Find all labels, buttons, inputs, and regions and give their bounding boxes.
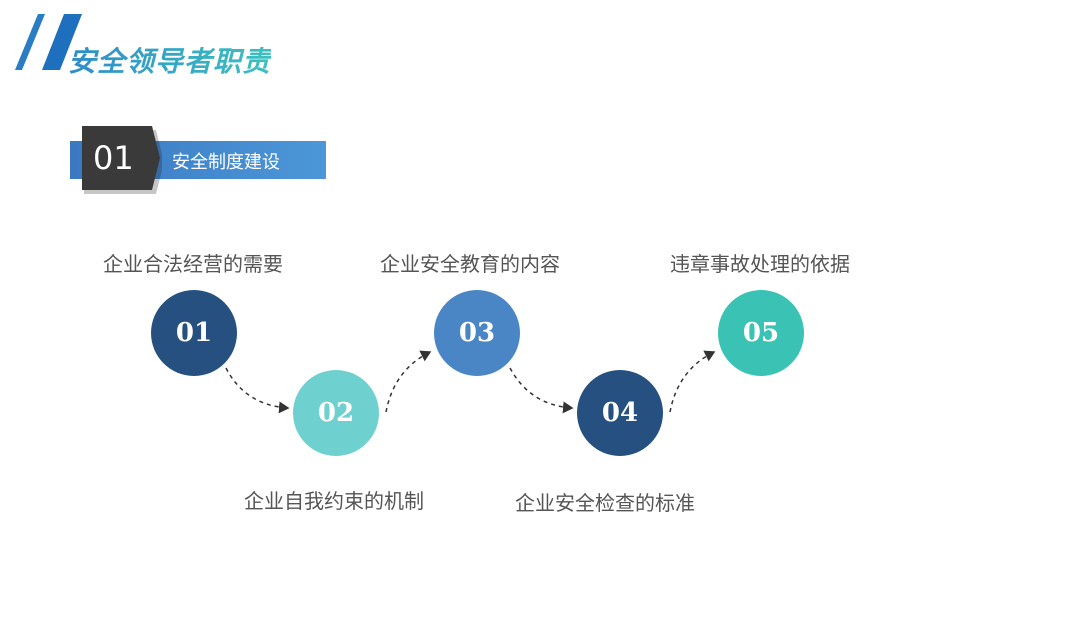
arrow-4-5: [669, 350, 716, 413]
slide-title: 安全领导者职责: [68, 40, 271, 80]
section-number-badge: [82, 126, 162, 194]
step-label-04: 企业安全检查的标准: [515, 491, 695, 515]
step-label-01: 企业合法经营的需要: [103, 252, 283, 276]
step-label-05: 违章事故处理的依据: [670, 252, 850, 276]
step-circle-04: 04: [577, 370, 663, 456]
step-circle-02: 02: [293, 370, 379, 456]
arrow-1-2: [225, 367, 290, 414]
arrow-3-4: [509, 367, 574, 414]
step-label-03: 企业安全教育的内容: [380, 252, 560, 276]
step-circle-03: 03: [434, 290, 520, 376]
step-circle-05: 05: [718, 290, 804, 376]
slash-decoration-icon: [15, 14, 82, 70]
step-label-02: 企业自我约束的机制: [244, 489, 424, 513]
section-label: 安全制度建设: [172, 152, 280, 173]
step-circle-01: 01: [151, 290, 237, 376]
section-number: 01: [93, 139, 134, 177]
arrow-2-3: [385, 350, 432, 413]
